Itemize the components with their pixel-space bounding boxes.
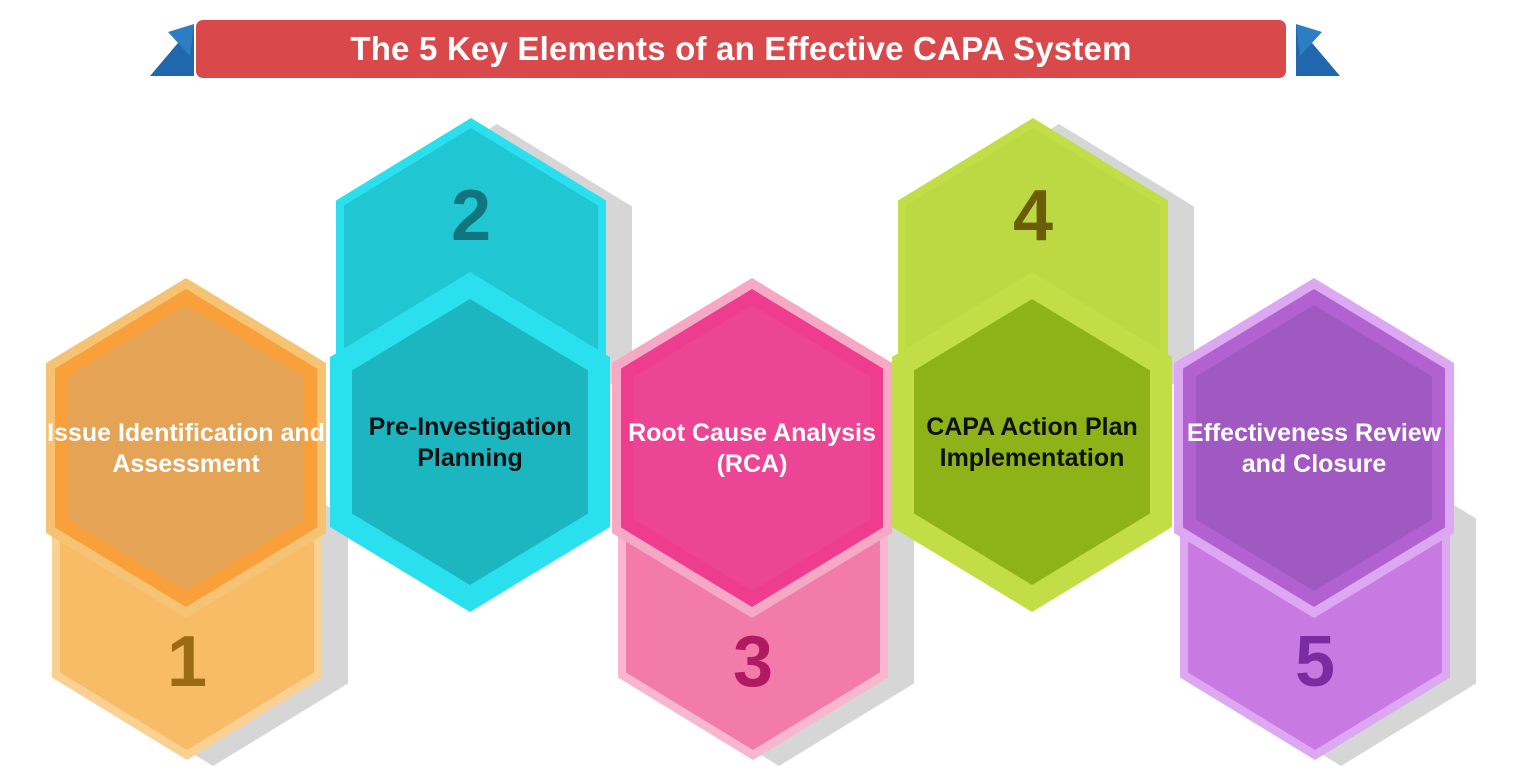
step-label-text: Effectiveness Review and Closure xyxy=(1186,419,1442,478)
process-step-5[interactable]: 5 Effectiveness Review and Closure xyxy=(1164,0,1476,778)
process-step-3[interactable]: 3 Root Cause Analysis (RCA) xyxy=(602,0,914,778)
step-number-label: 1 xyxy=(166,622,208,702)
step-label-text: Root Cause Analysis (RCA) xyxy=(628,419,876,478)
step-number-label: 2 xyxy=(450,176,492,256)
page-title: The 5 Key Elements of an Effective CAPA … xyxy=(350,30,1132,67)
step-number-label: 4 xyxy=(1012,176,1054,256)
step-label-hexagon[interactable]: Pre-Investigation Planning xyxy=(330,272,610,612)
title-banner: The 5 Key Elements of an Effective CAPA … xyxy=(196,20,1286,78)
step-label-hexagon[interactable]: Issue Identification and Assessment xyxy=(46,278,326,618)
step-label-text: CAPA Action Plan Implementation xyxy=(926,413,1138,472)
hexagon-inner-face xyxy=(1196,305,1432,591)
step-label-hexagon[interactable]: Effectiveness Review and Closure xyxy=(1174,278,1454,618)
step-number-label: 3 xyxy=(732,622,774,702)
double-triangle-icon xyxy=(146,22,198,78)
process-step-1[interactable]: 1 Issue Identification and Assessment xyxy=(36,0,348,778)
double-triangle-icon xyxy=(1292,22,1344,78)
step-label-hexagon[interactable]: Root Cause Analysis (RCA) xyxy=(612,278,892,618)
header-bar: The 5 Key Elements of an Effective CAPA … xyxy=(0,0,1536,100)
step-label-text: Pre-Investigation Planning xyxy=(368,413,572,472)
step-label-hexagon[interactable]: CAPA Action Plan Implementation xyxy=(892,272,1172,612)
step-label-text: Issue Identification and Assessment xyxy=(47,419,325,478)
step-number-label: 5 xyxy=(1294,622,1336,702)
